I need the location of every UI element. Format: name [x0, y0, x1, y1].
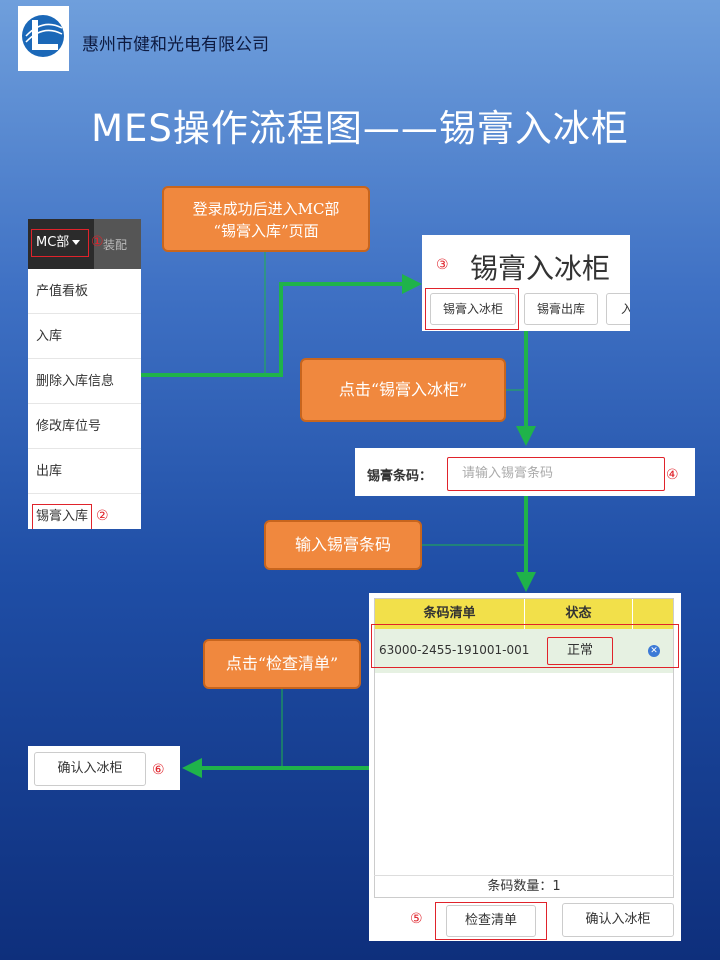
- status-badge: 正常: [547, 637, 613, 665]
- menu-item-storage-in[interactable]: 入库: [28, 314, 141, 359]
- column-header-status: 状态: [525, 599, 633, 629]
- menu-item-delete-storage[interactable]: 删除入库信息: [28, 359, 141, 404]
- confirm-freezer-button[interactable]: 确认入冰柜: [562, 903, 674, 937]
- callout-click-check: 点击“检查清单”: [203, 639, 361, 689]
- menu-item-label: 入库: [36, 329, 63, 344]
- barcode-cell: 63000-2455-191001-001: [379, 643, 530, 657]
- confirm-screenshot: 确认入冰柜 ⑥: [28, 746, 180, 790]
- page-title: MES操作流程图——锡膏入冰柜: [91, 107, 629, 150]
- barcode-input[interactable]: 请输入锡膏条码: [447, 457, 665, 491]
- menu-item-edit-location[interactable]: 修改库位号: [28, 404, 141, 449]
- highlight-box: [425, 288, 519, 330]
- menu-item-label: 修改库位号: [36, 419, 102, 434]
- barcode-count: 条码数量：1: [374, 875, 674, 897]
- freezer-page-screenshot: ③ 锡膏入冰柜 锡膏入冰柜 锡膏出库 入: [422, 235, 630, 331]
- logo-icon: [22, 15, 64, 57]
- check-list-highlight: 检查清单: [435, 902, 547, 940]
- menu-item-label: 产值看板: [36, 284, 89, 299]
- tab-paste-out[interactable]: 锡膏出库: [524, 293, 598, 325]
- company-name: 惠州市健和光电有限公司: [82, 35, 269, 55]
- caret-down-icon: [72, 240, 81, 245]
- callout-login-line1: 登录成功后进入MC部: [192, 200, 340, 218]
- menu-item-label: 锡膏入库: [32, 504, 93, 529]
- menu-top-other: [94, 219, 141, 269]
- callout-login-line2: “锡膏入库”页面: [213, 222, 319, 240]
- step-marker-1: ①: [91, 234, 104, 250]
- freezer-heading: 锡膏入冰柜: [470, 252, 611, 285]
- step-marker-6: ⑥: [152, 762, 165, 778]
- callout-input-barcode: 输入锡膏条码: [264, 520, 422, 570]
- confirm-freezer-button-final[interactable]: 确认入冰柜: [34, 752, 146, 786]
- callout-login: 登录成功后进入MC部 “锡膏入库”页面: [162, 186, 370, 252]
- menu-item-storage-out[interactable]: 出库: [28, 449, 141, 494]
- callout-click-tab: 点击“锡膏入冰柜”: [300, 358, 506, 422]
- tab-paste-freezer[interactable]: 锡膏入冰柜: [430, 293, 516, 325]
- menu-item-output-board[interactable]: 产值看板: [28, 269, 141, 314]
- check-list-screenshot: 条码清单 状态 63000-2455-191001-001 正常 ✕ 条码数量：…: [369, 593, 681, 941]
- menu-item-label: 删除入库信息: [36, 374, 115, 389]
- step-marker-5: ⑤: [410, 911, 423, 927]
- highlight-box: [371, 624, 679, 668]
- company-logo: [18, 6, 69, 71]
- barcode-label: 锡膏条码：: [367, 469, 433, 484]
- step-marker-4: ④: [666, 467, 679, 483]
- step-marker-2: ②: [96, 508, 109, 524]
- mc-dept-dropdown[interactable]: MC部: [31, 229, 89, 257]
- remove-icon[interactable]: ✕: [648, 645, 660, 657]
- menu-top-bar: 装配 MC部 ①: [28, 219, 141, 269]
- table-row: 63000-2455-191001-001 正常 ✕: [375, 629, 673, 673]
- menu-item-label: 出库: [36, 464, 63, 479]
- tab-more[interactable]: 入: [606, 293, 630, 325]
- menu-top-other-label[interactable]: 装配: [103, 238, 128, 252]
- column-header-barcode: 条码清单: [375, 599, 525, 629]
- step-marker-3: ③: [436, 257, 449, 273]
- check-list-button[interactable]: 检查清单: [446, 905, 536, 937]
- barcode-input-screenshot: 锡膏条码： 请输入锡膏条码 ④: [355, 448, 695, 496]
- mc-dept-label: MC部: [36, 235, 70, 250]
